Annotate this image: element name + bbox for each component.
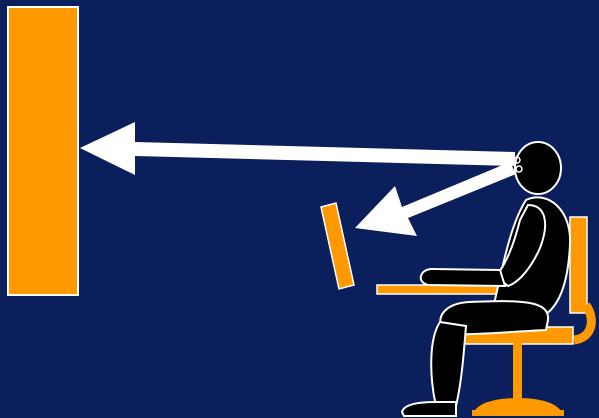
- person-shoe: [402, 402, 456, 416]
- person-forearm: [421, 269, 505, 286]
- far-panel-icon: [8, 7, 78, 295]
